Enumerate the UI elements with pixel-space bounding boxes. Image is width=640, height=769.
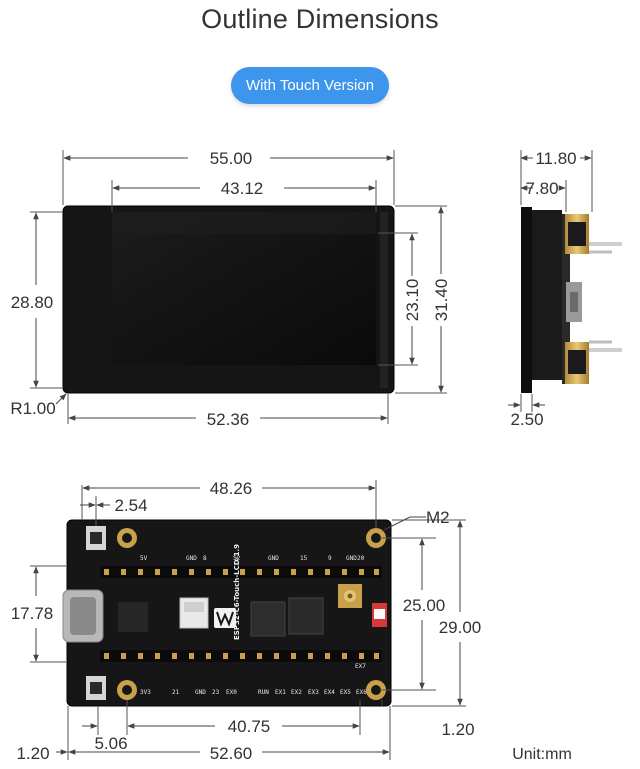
board-height-label: 29.00 bbox=[439, 618, 482, 637]
svg-text:20: 20 bbox=[357, 555, 365, 562]
edge-offset-left-label: 1.20 bbox=[16, 744, 49, 763]
pin-pitch-label: 2.54 bbox=[114, 496, 147, 515]
pin-offset-left-label: 5.06 bbox=[94, 734, 127, 753]
bottom-width-label: 52.36 bbox=[207, 410, 250, 429]
screen-height-label: 23.10 bbox=[403, 279, 422, 322]
svg-text:23: 23 bbox=[212, 689, 220, 696]
svg-text:GND: GND bbox=[186, 555, 197, 562]
board-model-label: ESP32-C6-Touch-LCD-1.9 bbox=[233, 544, 241, 640]
svg-text:GND: GND bbox=[195, 689, 206, 696]
screen-width-label: 43.12 bbox=[221, 179, 264, 198]
svg-text:RUN: RUN bbox=[258, 689, 269, 696]
svg-text:GND: GND bbox=[268, 555, 279, 562]
svg-text:15: 15 bbox=[300, 555, 308, 562]
mount-hole-top-right bbox=[366, 528, 386, 548]
page-title: Outline Dimensions bbox=[201, 4, 439, 34]
svg-text:9: 9 bbox=[328, 555, 332, 562]
mount-hole-top-left bbox=[117, 528, 137, 548]
svg-text:5V: 5V bbox=[140, 555, 148, 562]
svg-text:EX2: EX2 bbox=[291, 689, 302, 696]
pin-row-length-label: 40.75 bbox=[228, 717, 271, 736]
svg-text:EX0: EX0 bbox=[226, 689, 237, 696]
mount-hole-size-label: M2 bbox=[426, 508, 450, 527]
hole-offset-right-label: 1.20 bbox=[441, 720, 474, 739]
svg-text:21: 21 bbox=[172, 689, 180, 696]
unit-label: Unit:mm bbox=[512, 746, 572, 763]
svg-text:EX5: EX5 bbox=[340, 689, 351, 696]
lcd-active-area bbox=[112, 212, 376, 365]
main-soc bbox=[250, 601, 286, 637]
pmic-chip bbox=[118, 602, 148, 632]
svg-text:EX1: EX1 bbox=[275, 689, 286, 696]
svg-text:EX7: EX7 bbox=[355, 663, 366, 670]
side-view: 11.80 7.80 2.50 bbox=[508, 149, 622, 429]
front-width-label: 55.00 bbox=[210, 149, 253, 168]
svg-text:S2: S2 bbox=[233, 555, 241, 562]
front-left-height-label: 28.80 bbox=[11, 293, 54, 312]
svg-text:EX3: EX3 bbox=[308, 689, 319, 696]
svg-text:3V3: 3V3 bbox=[140, 689, 151, 696]
side-total-depth-label: 11.80 bbox=[535, 149, 576, 168]
hole-spacing-x-label: 48.26 bbox=[210, 479, 253, 498]
waveshare-logo bbox=[214, 608, 236, 628]
flash-chip bbox=[288, 597, 324, 635]
corner-radius-label: R1.00 bbox=[10, 399, 55, 418]
mount-hole-bottom-right bbox=[366, 680, 386, 700]
usb-height-label: 17.78 bbox=[11, 604, 54, 623]
hole-spacing-y-label: 25.00 bbox=[403, 596, 446, 615]
mount-hole-bottom-left bbox=[117, 680, 137, 700]
svg-text:EX4: EX4 bbox=[324, 689, 335, 696]
svg-text:EX6: EX6 bbox=[356, 689, 367, 696]
side-pin-depth-label: 7.80 bbox=[525, 179, 558, 198]
svg-text:GND: GND bbox=[346, 555, 357, 562]
svg-text:8: 8 bbox=[203, 555, 207, 562]
front-height-label: 31.40 bbox=[432, 279, 451, 322]
touch-version-button[interactable]: With Touch Version bbox=[231, 67, 389, 104]
side-panel bbox=[521, 207, 532, 393]
front-view: 55.00 43.12 28.80 23.10 31.40 52.36 R1.0… bbox=[10, 149, 451, 429]
side-panel-thickness-label: 2.50 bbox=[510, 410, 543, 429]
board-width-label: 52.60 bbox=[210, 744, 253, 763]
